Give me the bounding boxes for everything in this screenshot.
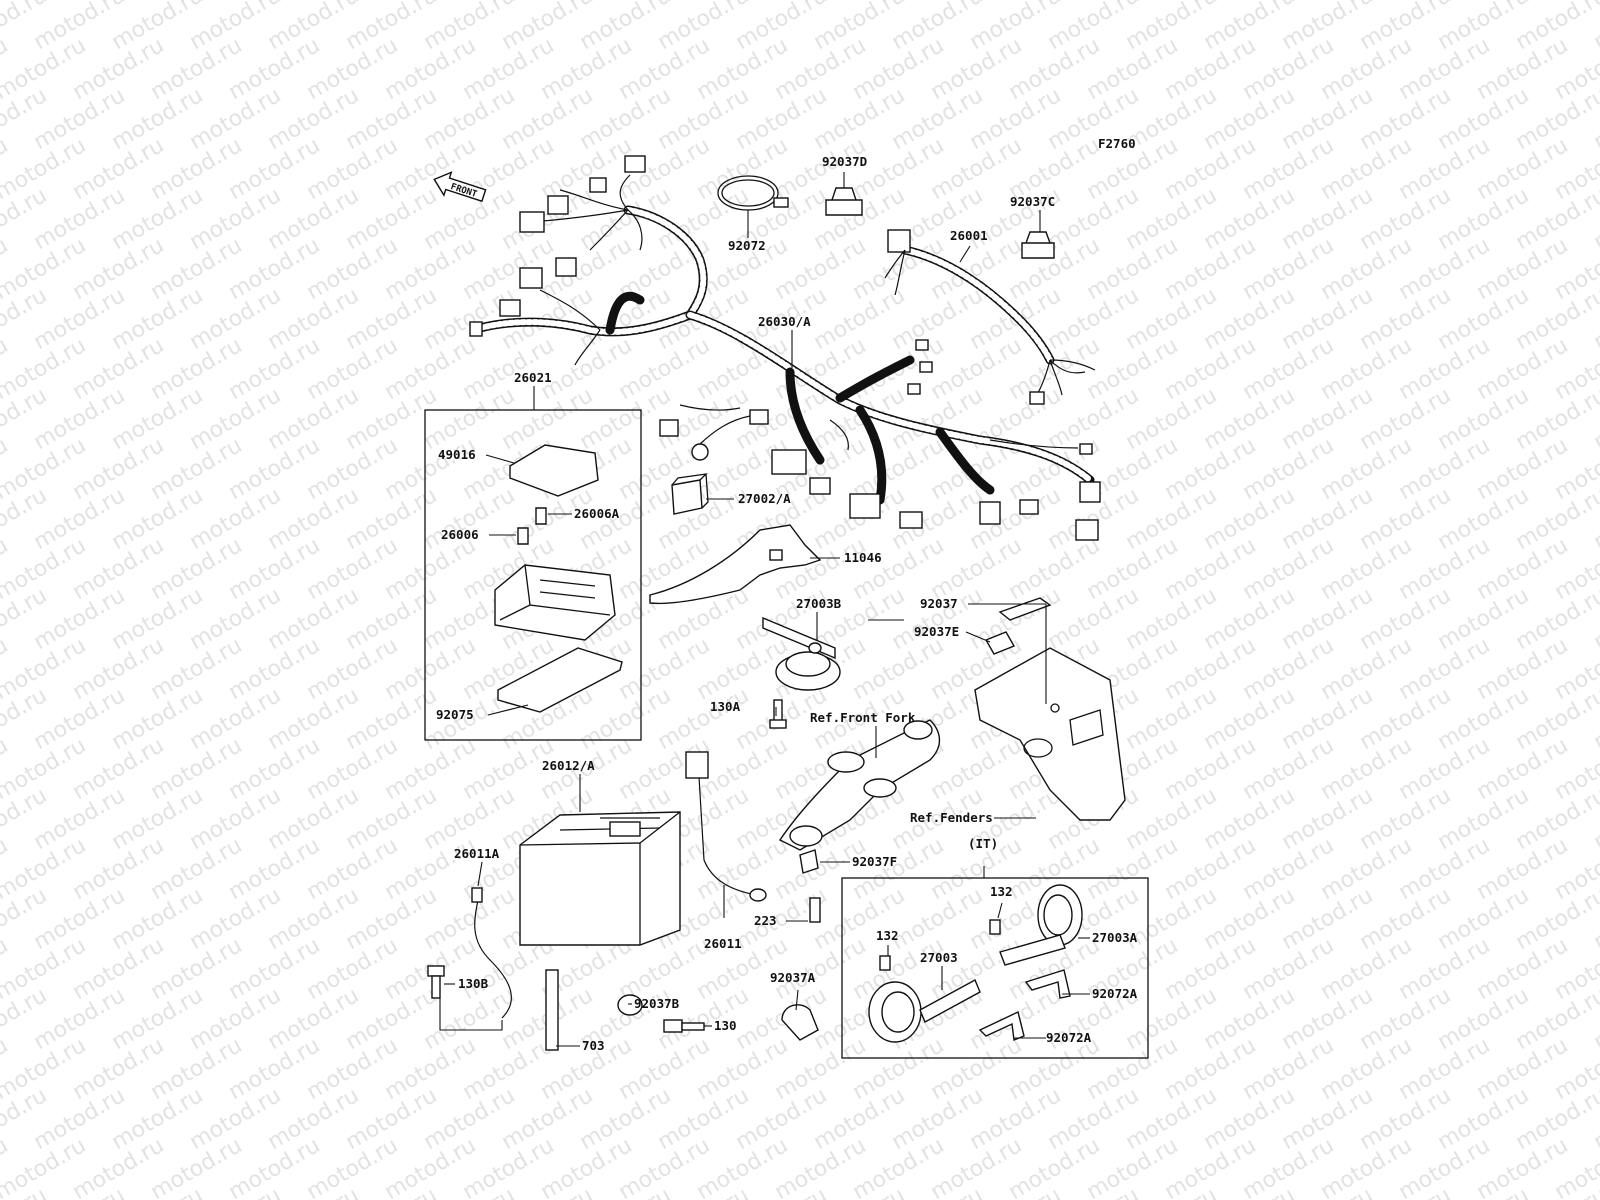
horn-27003a [999,884,1083,966]
label-130a: 130A [710,699,741,714]
label-92075: 92075 [436,707,474,722]
clamp-92037b [617,994,643,1016]
label-132-a: 132 [990,884,1013,899]
label-130: 130 [714,1018,737,1033]
leader-lines [439,172,1090,1047]
label-92072: 92072 [728,238,766,253]
ground-cable-26011a [474,899,512,1019]
label-27003: 27003 [920,950,958,965]
relay-27002a [671,479,703,515]
front-fork-bracket [778,719,941,851]
label-92037: 92037 [920,596,958,611]
label-92037d: 92037D [822,154,867,169]
rear-fender [974,647,1126,821]
sub-harness-26001 [884,229,1096,405]
battery-26012a [519,811,681,946]
label-26001: 26001 [950,228,988,243]
bolt-132-b [879,955,891,971]
label-130b: 130B [458,976,489,991]
label-49016: 49016 [438,447,476,462]
label-26011a: 26011A [454,846,500,861]
label-92037b: 92037B [634,996,680,1011]
label-92037a: 92037A [770,970,816,985]
label-it: (IT) [968,836,998,851]
label-26012a: 26012/A [542,758,595,773]
label-26006a: 26006A [574,506,620,521]
label-ref-fenders: Ref.Fenders [910,810,993,825]
clamp-92037e [984,631,1016,655]
label-92072a-2: 92072A [1046,1030,1092,1045]
fuse-box-cover-49016 [509,444,599,497]
horn-27003b [762,616,841,729]
bracket-11046 [649,524,822,605]
label-92037c: 92037C [1010,194,1055,209]
label-26011: 26011 [704,936,742,951]
bolt-132-a [989,919,1001,935]
label-26021: 26021 [514,370,552,385]
bolt-130b [427,965,445,999]
horn-27003 [868,979,981,1043]
clamp-92037f [799,849,819,874]
label-27003a: 27003A [1092,930,1138,945]
label-27003b: 27003B [796,596,842,611]
fuse-26006 [517,527,529,545]
breather-tube-703 [545,969,559,1051]
bracket-92072a-1 [1024,969,1071,999]
fuse-holder-92075 [497,647,623,713]
it-horn-kit-frame [841,877,1149,1059]
label-92072a-1: 92072A [1092,986,1138,1001]
bracket-92072a-2 [978,1011,1025,1041]
label-703: 703 [582,1038,605,1053]
label-26006: 26006 [441,527,479,542]
starter-cable-26011 [697,759,757,896]
label-26030a: 26030/A [758,314,811,329]
bolt-223 [809,897,821,923]
label-132-b: 132 [876,928,899,943]
label-92037f: 92037F [852,854,897,869]
label-27002a: 27002/A [738,491,791,506]
clamp-92037d [825,187,863,216]
label-ref-front-fork: Ref.Front Fork [810,710,916,725]
callout-labels: 92072 92037D 92037C 26001 26030/A 26021 … [436,154,1138,1053]
fuse-26006a [535,507,547,525]
clamp-92037a [781,1004,819,1041]
fuse-box-kit-frame [424,409,642,741]
label-223: 223 [754,913,777,928]
label-11046: 11046 [844,550,882,565]
figure-code: F2760 [1098,136,1136,151]
label-92037e: 92037E [914,624,959,639]
main-harness-26030a [469,155,1101,541]
clamp-92037c [1021,231,1055,259]
